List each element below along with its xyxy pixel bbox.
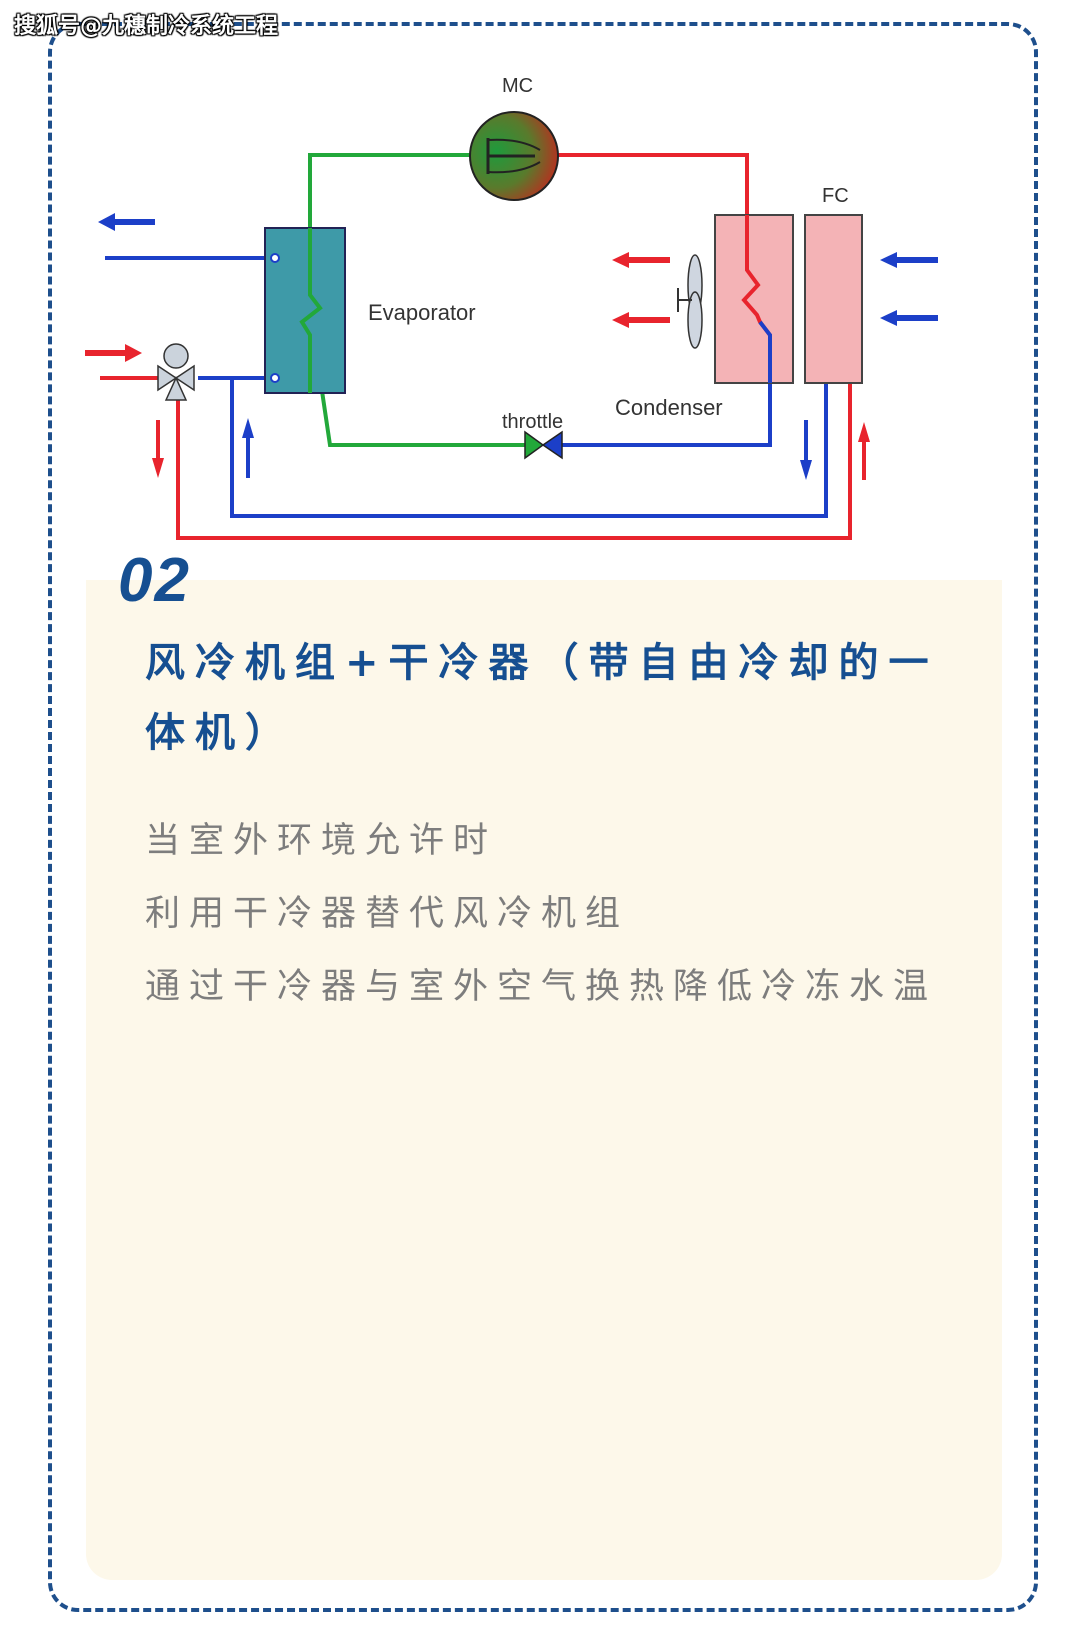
three-way-valve xyxy=(157,343,195,401)
dry-cooler xyxy=(804,214,863,384)
compressor xyxy=(469,111,559,201)
arrow-down-red-left xyxy=(152,420,164,478)
evaporator-label: Evaporator xyxy=(368,300,476,325)
description-line: 当室外环境允许时 xyxy=(145,821,498,861)
section-number: 02 xyxy=(118,546,191,615)
fc-label: FC xyxy=(822,185,849,207)
description-lines: 当室外环境允许时 利用干冷器替代风冷机组 通过干冷器与室外空气换热降低冷冻水温 xyxy=(145,805,1005,1024)
arrow-down-blue-right xyxy=(800,420,812,480)
arrow-left-blue-fc-bottom xyxy=(880,310,938,326)
description-line: 通过干冷器与室外空气换热降低冷冻水温 xyxy=(145,967,938,1007)
arrow-right-red-left xyxy=(85,344,142,362)
arrow-left-blue-top xyxy=(98,213,155,231)
flow-arrows xyxy=(85,213,938,480)
fan-icon xyxy=(677,254,703,349)
content-card xyxy=(86,580,1002,1580)
description-line: 利用干冷器替代风冷机组 xyxy=(145,894,630,934)
arrow-up-blue-left xyxy=(242,418,254,478)
throttle-label: throttle xyxy=(502,411,563,433)
arrow-left-red-cond-top xyxy=(612,252,670,268)
evaporator xyxy=(264,227,346,394)
arrow-up-red-right xyxy=(858,422,870,480)
arrow-left-blue-fc-top xyxy=(880,252,938,268)
watermark: 搜狐号@九穗制冷系统工程 xyxy=(14,14,279,39)
arrow-left-red-cond-bottom xyxy=(612,312,670,328)
compressor-label: MC xyxy=(502,75,533,97)
dashed-frame xyxy=(48,22,1038,1612)
condenser-label: Condenser xyxy=(615,395,723,420)
throttle-valve xyxy=(524,430,563,460)
free-cooling-diagram: MC Evaporator Condenser FC throttle xyxy=(85,75,938,540)
condenser xyxy=(714,214,794,384)
section-title: 风冷机组+干冷器（带自由冷却的一体机） xyxy=(145,640,939,756)
